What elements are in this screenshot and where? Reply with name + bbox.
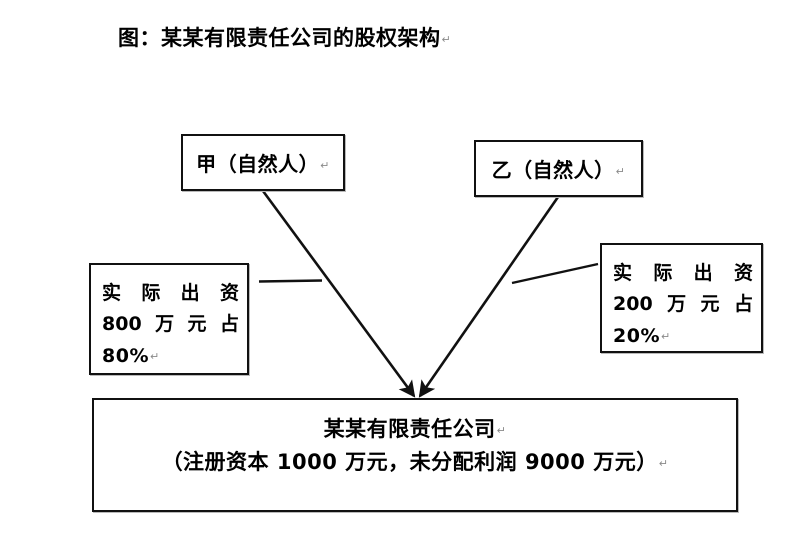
note-contribution-b-lines: 实 际 出 资 200 万 元 占 20%↵ [613, 258, 753, 352]
note-a-line-3: 80%↵ [102, 341, 239, 372]
shareholder-b-label: 乙（自然人）↵ [476, 154, 641, 183]
node-shareholder-b[interactable]: 乙（自然人）↵ [474, 140, 643, 197]
leader-line-note-right [511, 262, 599, 285]
note-b-line-3: 20%↵ [613, 321, 753, 352]
note-a-line-1-part-4: 资 [219, 282, 239, 304]
page-title: 图：某某有限责任公司的股权架构↵ [118, 26, 451, 51]
note-a-line-2-part-2: 万 [155, 313, 175, 336]
note-b-line-2-part-3: 元 [700, 293, 720, 316]
paragraph-mark: ↵ [149, 349, 160, 363]
note-b-line-1: 实 际 出 资 [613, 258, 753, 289]
note-b-line-2-part-4: 占 [733, 293, 753, 316]
company-details: （注册资本 1000 万元，未分配利润 9000 万元） [161, 449, 658, 474]
note-a-line-1-part-1: 实 [102, 282, 122, 304]
company-name-line: 某某有限责任公司↵ [94, 413, 736, 446]
paragraph-mark: ↵ [615, 165, 626, 178]
note-b-percent: 20% [613, 324, 660, 347]
paragraph-mark: ↵ [660, 329, 671, 343]
page-title-text: 图：某某有限责任公司的股权架构 [118, 26, 441, 50]
note-b-line-1-part-2: 际 [653, 262, 673, 284]
note-b-line-2-part-2: 万 [667, 293, 687, 316]
note-contribution-a-lines: 实 际 出 资 800 万 元 占 80%↵ [102, 278, 239, 372]
note-a-line-2-part-3: 元 [187, 313, 207, 336]
company-text-block: 某某有限责任公司↵ （注册资本 1000 万元，未分配利润 9000 万元）↵ [94, 413, 736, 478]
shareholder-a-label: 甲（自然人）↵ [183, 148, 343, 177]
shareholder-a-name: 甲（自然人） [196, 152, 320, 176]
shareholder-b-name: 乙（自然人） [491, 158, 615, 182]
note-b-line-2: 200 万 元 占 [613, 289, 753, 320]
note-a-line-2: 800 万 元 占 [102, 309, 239, 340]
company-name: 某某有限责任公司 [323, 417, 496, 441]
paragraph-mark: ↵ [496, 424, 507, 437]
note-b-line-2-part-1: 200 [613, 293, 653, 316]
note-b-line-1-part-4: 资 [733, 262, 753, 284]
note-a-percent: 80% [102, 344, 149, 367]
arrow-person-b-to-company [418, 196, 560, 398]
note-a-line-1: 实 际 出 资 [102, 278, 239, 309]
note-a-line-2-part-1: 800 [102, 313, 142, 336]
paragraph-mark: ↵ [658, 456, 669, 470]
paragraph-mark: ↵ [320, 159, 330, 172]
leader-line-note-left [258, 279, 323, 283]
note-b-line-1-part-3: 出 [693, 262, 713, 284]
node-shareholder-a[interactable]: 甲（自然人）↵ [181, 134, 345, 191]
note-b-line-1-part-1: 实 [613, 262, 633, 284]
note-a-line-1-part-3: 出 [180, 282, 200, 304]
note-a-line-2-part-4: 占 [219, 313, 239, 336]
company-details-line: （注册资本 1000 万元，未分配利润 9000 万元）↵ [94, 446, 736, 479]
note-contribution-b[interactable]: 实 际 出 资 200 万 元 占 20%↵ [600, 243, 763, 353]
node-company[interactable]: 某某有限责任公司↵ （注册资本 1000 万元，未分配利润 9000 万元）↵ [92, 398, 738, 512]
paragraph-mark: ↵ [441, 33, 452, 46]
note-contribution-a[interactable]: 实 际 出 资 800 万 元 占 80%↵ [89, 263, 249, 375]
note-a-line-1-part-2: 际 [141, 282, 161, 304]
arrow-person-a-to-company [261, 190, 416, 398]
